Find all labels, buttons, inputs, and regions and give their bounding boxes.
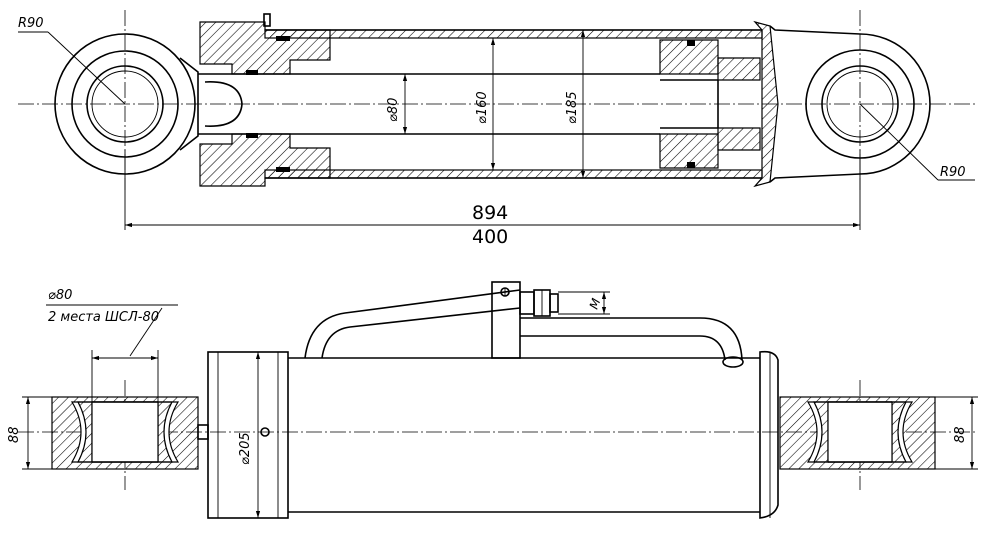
bore-diameter-label: ⌀160 <box>475 91 490 124</box>
tube-body <box>288 350 779 519</box>
bearing-diameter-label: ⌀80 <box>48 288 72 303</box>
top-section-view: ⌀80 ⌀160 ⌀185 R90 R90 894 400 <box>18 10 975 248</box>
bearing-note-label: 2 места ШСЛ-80 <box>48 310 159 325</box>
right-spherical-bearing <box>779 396 936 470</box>
radius-leaders: R90 R90 <box>18 16 975 181</box>
left-spherical-bearing <box>51 396 199 470</box>
cap-end <box>753 20 861 188</box>
right-eye-height-dim: 88 <box>935 396 978 470</box>
bottom-side-view: ⌀80 2 места ШСЛ-80 88 ⌀205 <box>7 281 978 519</box>
rod-diameter-label: ⌀80 <box>386 98 401 122</box>
left-eye-height-label: 88 <box>7 426 22 443</box>
left-radius-label: R90 <box>18 16 44 31</box>
gland <box>199 13 331 187</box>
length-dimensions: 894 400 <box>124 150 861 248</box>
left-eye-height-dim: 88 <box>7 396 52 470</box>
head-diameter-label: ⌀205 <box>238 432 253 465</box>
stroke-length-label: 400 <box>472 226 508 248</box>
port-thread-label: M <box>587 296 604 311</box>
right-radius-label: R90 <box>940 165 966 180</box>
bearing-callout: ⌀80 2 места ШСЛ-80 <box>46 288 178 402</box>
head-block: ⌀205 <box>207 351 289 519</box>
piston <box>659 39 761 169</box>
right-eye-height-label: 88 <box>953 426 968 443</box>
total-length-label: 894 <box>472 202 508 224</box>
cylinder-tube <box>264 29 763 179</box>
diameter-dimensions: ⌀80 ⌀160 ⌀185 <box>386 30 586 178</box>
tube-diameter-label: ⌀185 <box>565 91 580 124</box>
hydraulic-pipe: M <box>304 281 744 368</box>
